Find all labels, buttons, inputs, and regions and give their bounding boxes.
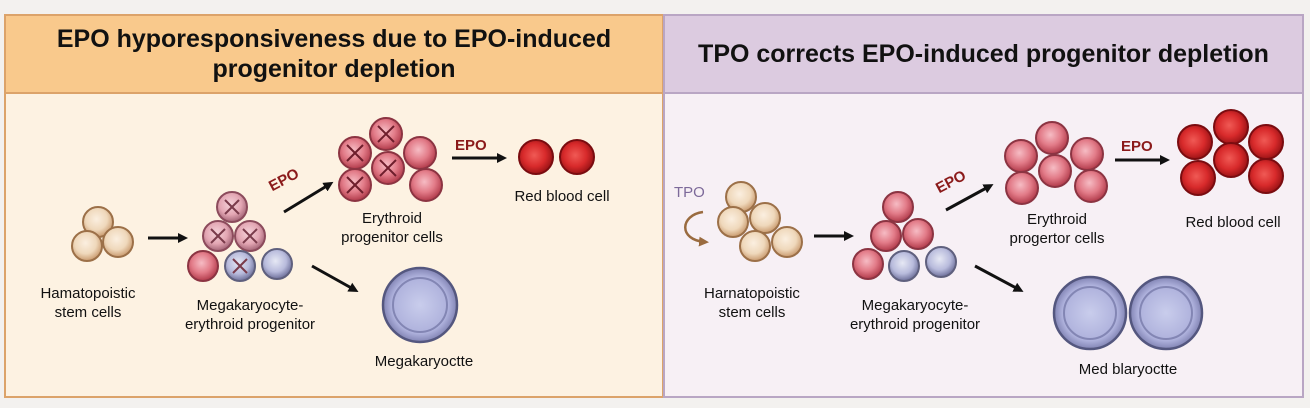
left-mep-label-line2: erythroid progenitor <box>184 316 316 333</box>
left-ep-label-line2: progenitor cells <box>341 229 443 246</box>
left-arrow-mep-to-ep <box>283 181 334 214</box>
left-arrow-mep-to-mk <box>311 264 359 292</box>
left-rbc-label: Red blood cell <box>514 188 610 205</box>
left-mep-label-line1: Megakaryocyte- <box>196 297 304 314</box>
right-ep-label-line2: progertor cells <box>1009 230 1105 247</box>
left-mk-label: Megakaryoctte <box>374 353 474 370</box>
right-hsc-label-line2: stem cells <box>718 304 786 321</box>
right-arrow-mep-to-ep <box>945 184 994 212</box>
right-mep-label-line1: Megakaryocyte- <box>861 297 969 314</box>
right-panel-title: TPO corrects EPO-induced progenitor depl… <box>665 16 1302 94</box>
right-hsc-label-line1: Harnatopoistic <box>704 285 800 302</box>
left-mep-label: Megakaryocyte- erythroid progenitor <box>185 296 315 334</box>
right-hsc-label: Harnatopoistic stem cells <box>704 284 800 322</box>
right-red-blood-cells <box>1177 109 1284 196</box>
left-megakaryocyte <box>381 266 459 344</box>
right-megakaryocytes <box>1052 275 1204 351</box>
right-mk-label: Med blaryoctte <box>1078 361 1178 378</box>
right-mep-label: Megakaryocyte- erythroid progenitor <box>850 296 980 334</box>
right-rbc-label: Red blood cell <box>1185 214 1281 231</box>
left-hsc-label-line1: Hamatopoistic <box>40 285 136 302</box>
left-hsc-label-line2: stem cells <box>54 304 122 321</box>
right-panel: TPO corrects EPO-induced progenitor depl… <box>663 14 1304 398</box>
right-erythroid-progenitor-cluster <box>1004 121 1108 205</box>
left-stem-cells <box>71 206 134 262</box>
right-ep-label: Erythroid progertor cells <box>1009 210 1104 248</box>
left-panel-title: EPO hyporesponsiveness due to EPO-induce… <box>6 16 662 94</box>
left-hsc-label: Hamatopoistic stem cells <box>40 284 135 322</box>
right-arrow-mep-to-mk <box>974 264 1024 292</box>
left-ep-label: Erythroid progenitor cells <box>341 209 443 247</box>
left-epo-arrow-label: EPO <box>455 137 487 154</box>
left-mep-cluster <box>187 191 293 282</box>
right-ep-label-line1: Erythroid <box>1026 211 1088 228</box>
right-epo-arrow-label: EPO <box>1121 138 1153 155</box>
left-erythroid-progenitor-cluster <box>338 117 443 202</box>
right-stem-cells <box>717 181 803 262</box>
tpo-curved-arrow <box>684 210 709 247</box>
left-panel: EPO hyporesponsiveness due to EPO-induce… <box>4 14 664 398</box>
tpo-label: TPO <box>674 184 705 201</box>
left-ep-label-line1: Erythroid <box>361 210 423 227</box>
left-red-blood-cells <box>518 139 595 175</box>
right-mep-label-line2: erythroid progenitor <box>849 316 981 333</box>
right-mep-cluster <box>852 191 957 282</box>
